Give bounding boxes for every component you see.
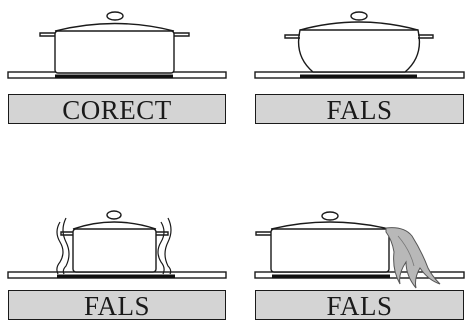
burner-1	[55, 75, 173, 79]
burner-4	[272, 275, 390, 279]
label-correct: CORECT	[8, 94, 226, 124]
pot-icon	[40, 12, 189, 73]
label-wrong: FALS	[255, 94, 464, 124]
cooktop-2	[255, 72, 464, 79]
label-wrong: FALS	[8, 290, 226, 320]
panel-wrong-burner-too-large	[8, 211, 226, 279]
panel-correct	[8, 12, 226, 79]
label-wrong: FALS	[255, 290, 464, 320]
pot-icon	[61, 211, 168, 272]
panel-wrong-small-bottom	[255, 12, 464, 79]
wide-pot-icon	[285, 12, 433, 72]
burner-2	[300, 75, 417, 79]
panel-wrong-overflow	[255, 212, 464, 288]
burner-3	[57, 275, 175, 279]
pot-icon	[256, 212, 389, 272]
overflow-icon	[386, 228, 440, 288]
cooktop-3	[8, 272, 226, 279]
